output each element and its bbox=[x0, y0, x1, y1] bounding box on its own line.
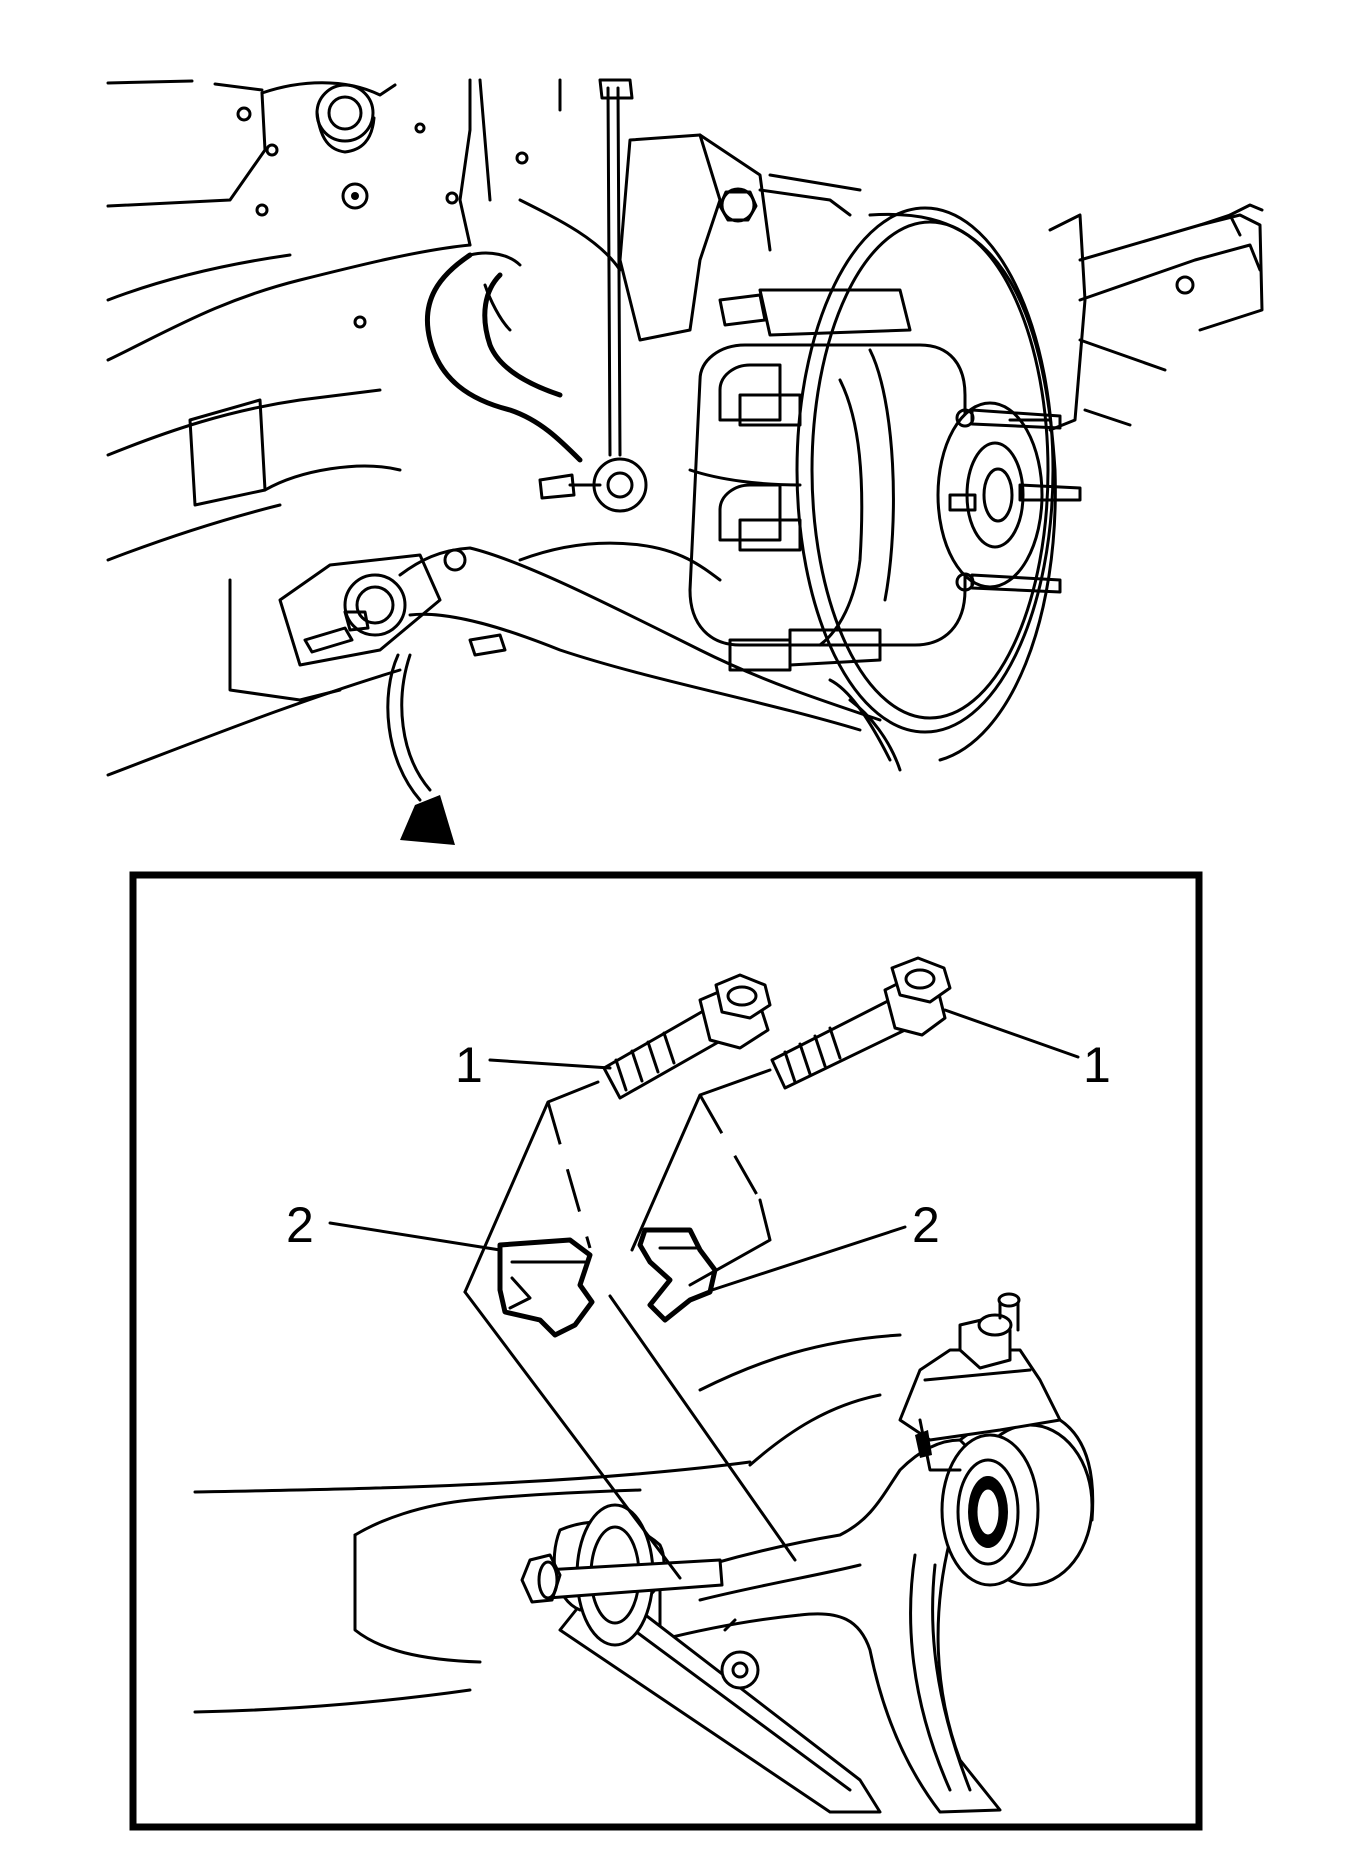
retainer-right bbox=[637, 1227, 718, 1323]
stabilizer-link bbox=[538, 78, 648, 513]
callout-bolt-right: 1 bbox=[1083, 1037, 1111, 1093]
brake-rotor bbox=[795, 206, 1082, 762]
control-arm-detail bbox=[193, 1292, 1095, 1814]
inset-border bbox=[129, 871, 1203, 1831]
detail-inset bbox=[129, 871, 1203, 1831]
callout-bolt-left: 1 bbox=[455, 1037, 483, 1093]
rear-suspension-overview bbox=[106, 78, 1264, 845]
stabilizer-bar bbox=[424, 251, 583, 463]
knuckle bbox=[618, 133, 862, 342]
bolt-right bbox=[770, 956, 952, 1090]
rear-crossmember bbox=[1048, 203, 1264, 432]
lower-control-arm bbox=[278, 541, 902, 772]
curved-arrow bbox=[386, 653, 455, 845]
vehicle-body-panel bbox=[106, 78, 622, 777]
brake-caliper bbox=[688, 288, 967, 672]
callout-retainer-right: 2 bbox=[912, 1197, 940, 1253]
retainer-left bbox=[497, 1237, 595, 1338]
bolt-left bbox=[602, 973, 772, 1100]
alignment-lines bbox=[463, 1068, 797, 1580]
callout-retainer-left: 2 bbox=[286, 1197, 314, 1253]
callout-leaders bbox=[328, 1008, 1080, 1292]
